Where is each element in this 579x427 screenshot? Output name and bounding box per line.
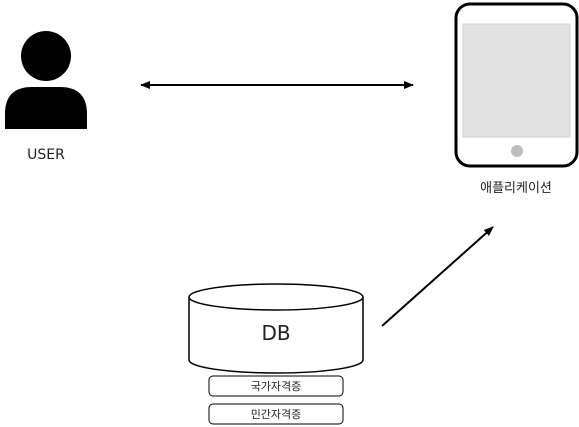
database-tag-label: 민간자격증 bbox=[251, 408, 302, 421]
db-to-app-arrow bbox=[381, 226, 494, 327]
tablet-home-button bbox=[511, 145, 523, 157]
user-node: USER bbox=[5, 31, 87, 163]
tablet-device-icon bbox=[454, 2, 579, 168]
database-tag-label: 국가자격증 bbox=[251, 380, 302, 393]
application-node: 애플리케이션 bbox=[454, 2, 579, 196]
user-label: USER bbox=[27, 147, 65, 163]
application-label: 애플리케이션 bbox=[480, 181, 552, 196]
database-label: DB bbox=[261, 321, 290, 345]
database-tag: 국가자격증 bbox=[208, 375, 344, 397]
database-cylinder-icon bbox=[188, 283, 364, 374]
user-silhouette-icon bbox=[5, 31, 87, 129]
database-tag: 민간자격증 bbox=[208, 403, 344, 425]
tablet-screen bbox=[462, 23, 571, 138]
database-node: DB 국가자격증 민간자격증 bbox=[188, 283, 364, 425]
